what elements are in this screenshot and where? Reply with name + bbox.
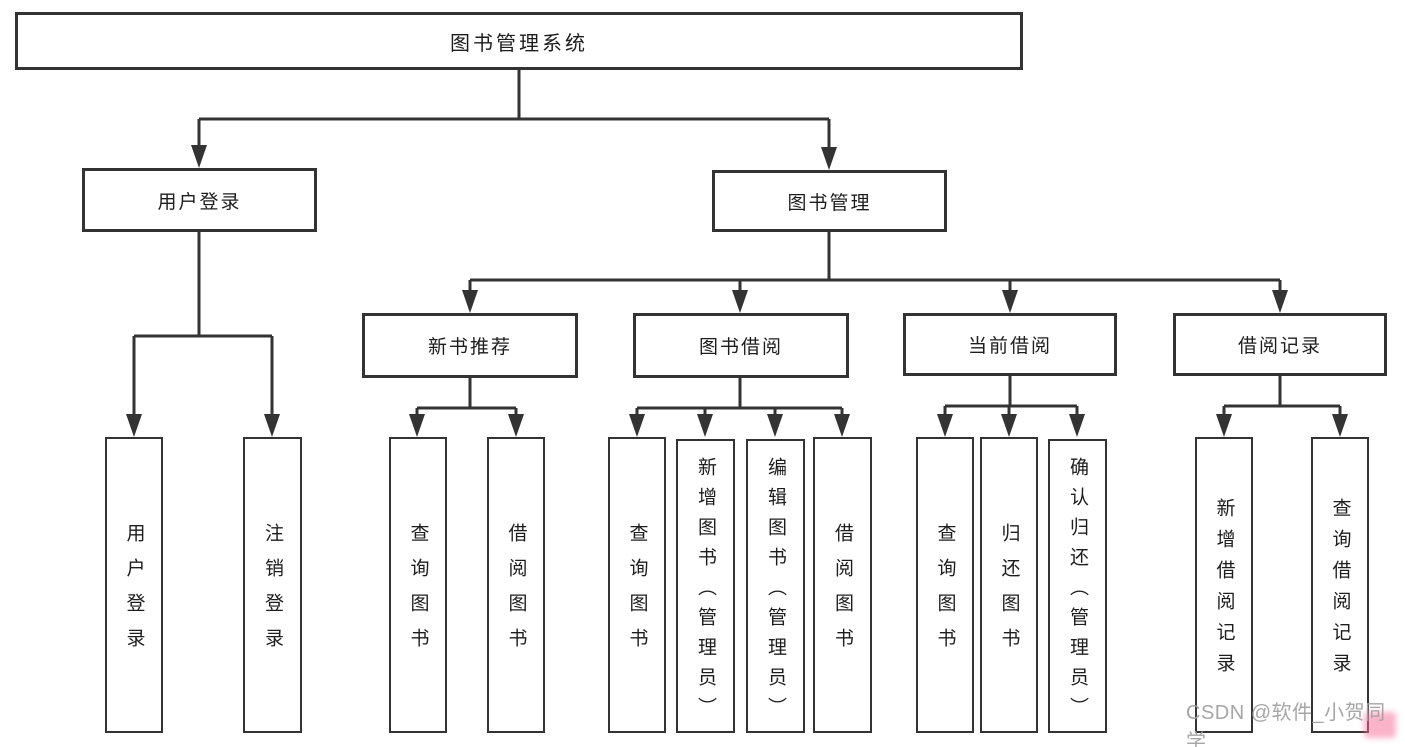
leaf-label: 用户登录 bbox=[123, 523, 145, 663]
leaf-return-books: 归还图书 bbox=[980, 437, 1038, 733]
watermark: CSDN @软件_小贺同学 bbox=[1186, 702, 1405, 747]
leaf-add-books-admin: 新增图书（管理员） bbox=[676, 439, 735, 733]
leaf-label: 查询借阅记录 bbox=[1329, 498, 1351, 684]
node-current-borrow: 当前借阅 bbox=[903, 313, 1117, 376]
leaf-borrow-books: 借阅图书 bbox=[813, 437, 872, 733]
leaf-label: 查询图书 bbox=[626, 523, 648, 663]
watermark-text: CSDN @软件_小贺同学 bbox=[1186, 702, 1386, 747]
leaf-label: 归还图书 bbox=[998, 523, 1020, 663]
csdn-logo-accent bbox=[1364, 712, 1396, 738]
leaf-label: 查询图书 bbox=[934, 523, 956, 663]
node-borrow-records: 借阅记录 bbox=[1173, 313, 1387, 376]
leaf-label: 借阅图书 bbox=[832, 523, 853, 663]
leaf-label: 新增借阅记录 bbox=[1213, 498, 1235, 684]
node-book-borrow: 图书借阅 bbox=[633, 313, 849, 378]
leaf-query-books-borrow: 查询图书 bbox=[608, 437, 666, 733]
leaf-borrow-books-recommend: 借阅图书 bbox=[487, 437, 545, 733]
arrowheads bbox=[126, 145, 1348, 437]
node-book-management: 图书管理 bbox=[712, 170, 947, 232]
leaf-label: 新增图书（管理员） bbox=[695, 456, 716, 727]
leaf-query-books-recommend: 查询图书 bbox=[389, 437, 447, 733]
leaf-edit-books-admin: 编辑图书（管理员） bbox=[746, 439, 805, 733]
node-new-book-recommend: 新书推荐 bbox=[362, 313, 578, 378]
leaf-label: 查询图书 bbox=[407, 523, 429, 663]
leaf-label: 确认归还（管理员） bbox=[1067, 456, 1088, 727]
leaf-add-borrow-record: 新增借阅记录 bbox=[1195, 437, 1253, 733]
leaf-label: 借阅图书 bbox=[505, 523, 527, 663]
leaf-confirm-return-admin: 确认归还（管理员） bbox=[1048, 439, 1107, 733]
leaf-query-borrow-record: 查询借阅记录 bbox=[1311, 437, 1369, 733]
leaf-user-login: 用户登录 bbox=[105, 437, 163, 733]
leaf-query-books-current: 查询图书 bbox=[916, 437, 974, 733]
leaf-logout: 注销登录 bbox=[243, 437, 302, 733]
node-library-management-system: 图书管理系统 bbox=[15, 12, 1023, 70]
leaf-label: 注销登录 bbox=[262, 523, 283, 663]
leaf-label: 编辑图书（管理员） bbox=[765, 456, 786, 727]
node-user-login: 用户登录 bbox=[82, 168, 317, 232]
